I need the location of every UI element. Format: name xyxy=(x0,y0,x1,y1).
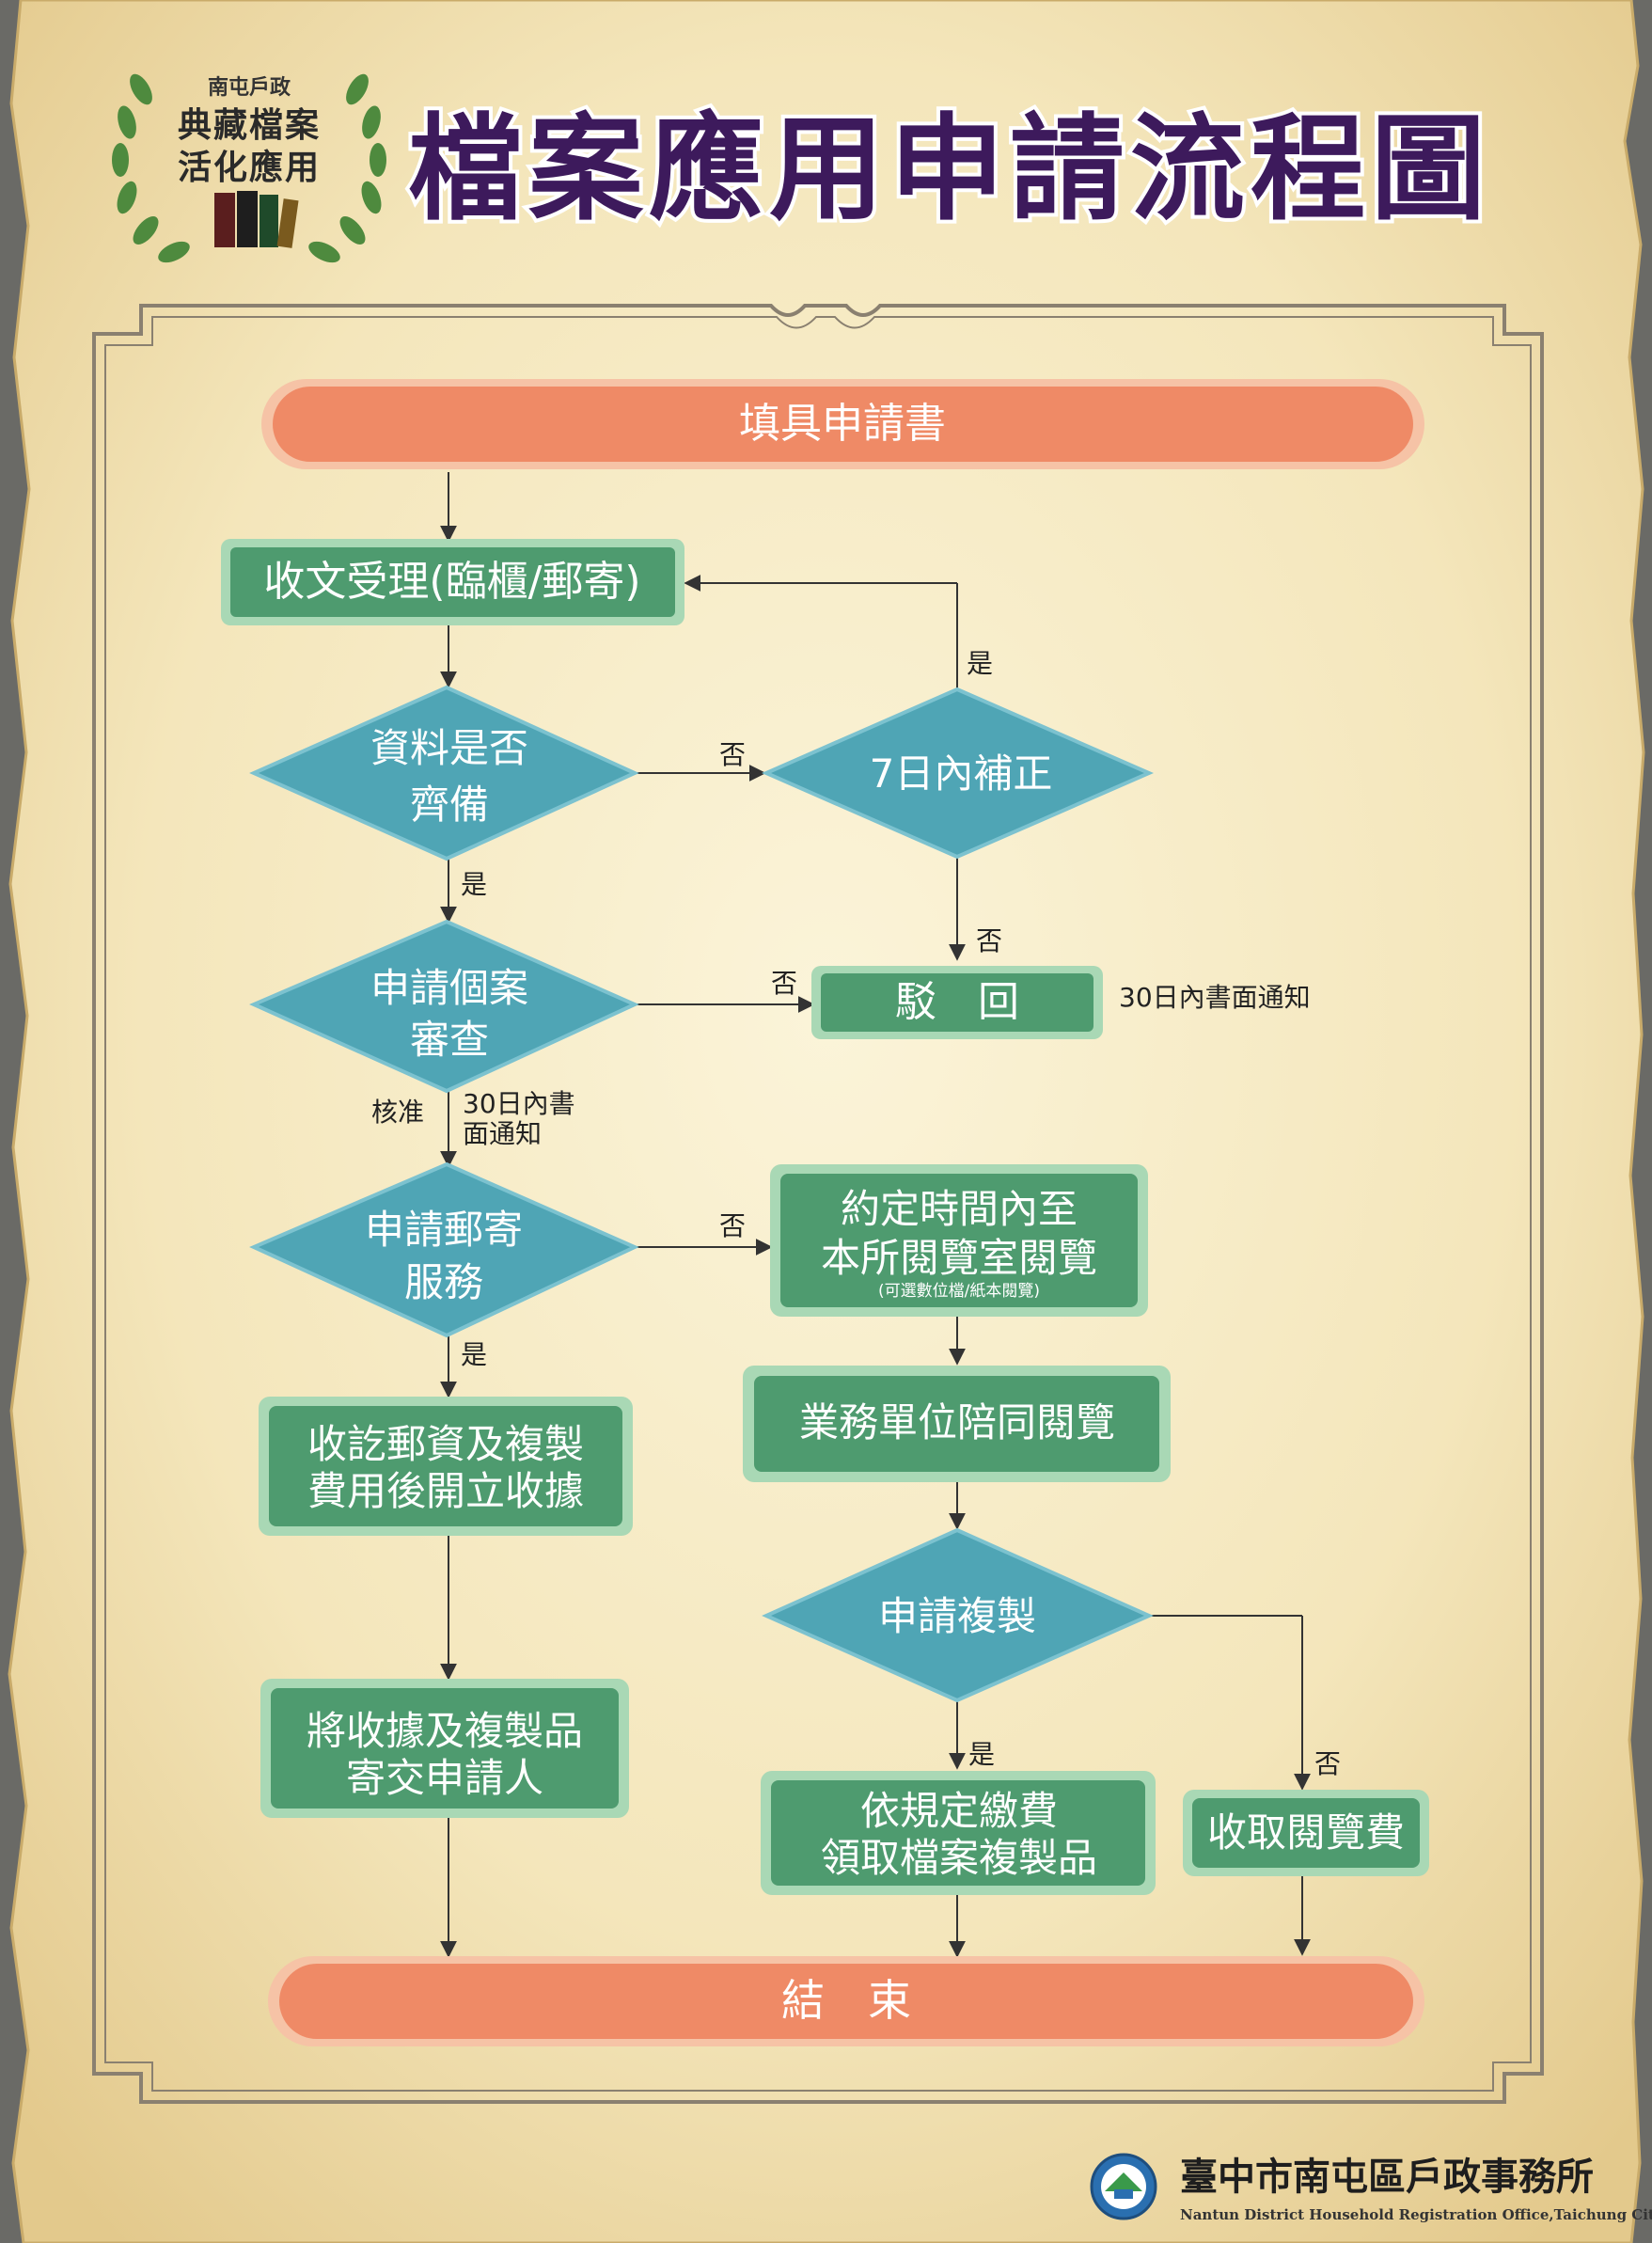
complete-decision: 資料是否 齊備 xyxy=(249,685,639,861)
copy-decision: 申請複製 xyxy=(762,1527,1154,1703)
review-decision: 申請個案 審查 xyxy=(249,919,639,1094)
label-yes-correct: 是 xyxy=(967,648,993,679)
label-yes-complete: 是 xyxy=(461,869,487,900)
start-label: 填具申請書 xyxy=(739,400,946,448)
pay-label-2: 領取檔案複製品 xyxy=(821,1835,1097,1881)
complete-label-2: 齊備 xyxy=(410,782,489,828)
fee-label-2: 費用後開立收據 xyxy=(307,1468,584,1514)
label-approved: 核准 xyxy=(371,1097,424,1128)
send-label-2: 寄交申請人 xyxy=(346,1755,543,1801)
start-node: 填具申請書 xyxy=(261,379,1424,469)
mail-decision: 申請郵寄 服務 xyxy=(249,1161,639,1338)
decorative-frame xyxy=(92,304,1544,2104)
label-yes-mail: 是 xyxy=(461,1339,487,1370)
footer: 臺中市南屯區戶政事務所 Nantun District Household Re… xyxy=(1090,2153,1652,2223)
page-title: 檔案應用申請流程圖 xyxy=(408,101,1491,236)
logo-top-label: 南屯戶政 xyxy=(208,75,291,100)
edge-labels: 是 否 是 否 否 30日內書面通知 核准 30日內書 面通知 否 是 是 否 xyxy=(371,648,1341,1779)
visit-note: (可選數位檔/紙本閱覽) xyxy=(878,1282,1040,1301)
connectors xyxy=(440,472,1311,1958)
correct-decision: 7日內補正 xyxy=(762,687,1155,860)
parchment-background xyxy=(8,0,1645,2243)
viewfee-node: 收取閱覽費 xyxy=(1183,1790,1429,1876)
pay-label-1: 依規定繳費 xyxy=(860,1788,1058,1834)
complete-label-1: 資料是否 xyxy=(370,725,528,771)
receive-label: 收文受理(臨櫃/郵寄) xyxy=(263,558,640,606)
end-label: 結 束 xyxy=(781,1975,911,2026)
logo-line2: 活化應用 xyxy=(178,148,321,187)
receive-node: 收文受理(臨櫃/郵寄) xyxy=(221,539,684,625)
books-icon xyxy=(214,191,299,248)
mail-label-1: 申請郵寄 xyxy=(365,1207,523,1253)
label-no-mail: 否 xyxy=(719,1210,746,1241)
laurel-right-icon xyxy=(308,73,386,263)
label-no-review: 否 xyxy=(771,968,797,999)
label-no-copy: 否 xyxy=(1314,1748,1341,1779)
logo: 南屯戶政 典藏檔案 活化應用 xyxy=(112,73,386,263)
notice-line2: 面通知 xyxy=(463,1118,542,1149)
reject-label: 駁 回 xyxy=(895,978,1019,1026)
fee-node: 收訖郵資及複製 費用後開立收據 xyxy=(259,1397,633,1536)
label-no-complete: 否 xyxy=(719,739,746,770)
office-emblem-icon xyxy=(1090,2153,1157,2220)
label-no-correct: 否 xyxy=(976,925,1002,956)
logo-line1: 典藏檔案 xyxy=(178,105,321,145)
accompany-node: 業務單位陪同閱覽 xyxy=(743,1366,1171,1482)
fee-label-1: 收訖郵資及複製 xyxy=(307,1421,584,1467)
visit-label-1: 約定時間內至 xyxy=(841,1186,1078,1232)
visit-node: 約定時間內至 本所閱覽室閱覽 (可選數位檔/紙本閱覽) xyxy=(770,1164,1148,1317)
review-label-1: 申請個案 xyxy=(370,965,528,1011)
laurel-left-icon xyxy=(112,73,190,263)
copy-label: 申請複製 xyxy=(878,1593,1036,1639)
reject-node: 駁 回 xyxy=(811,966,1103,1039)
visit-label-2: 本所閱覽室閱覽 xyxy=(821,1235,1097,1281)
send-label-1: 將收據及複製品 xyxy=(307,1708,583,1754)
notice-line1: 30日內書 xyxy=(463,1088,575,1119)
viewfee-label: 收取閱覽費 xyxy=(1207,1809,1405,1856)
footer-org-name: 臺中市南屯區戶政事務所 xyxy=(1180,2155,1594,2199)
end-node: 結 束 xyxy=(268,1956,1424,2046)
notice-inline: 30日內書面通知 xyxy=(1119,982,1311,1013)
accompany-label: 業務單位陪同閱覽 xyxy=(799,1399,1115,1445)
label-yes-copy: 是 xyxy=(968,1739,995,1770)
pay-node: 依規定繳費 領取檔案複製品 xyxy=(761,1771,1156,1895)
send-node: 將收據及複製品 寄交申請人 xyxy=(260,1679,629,1818)
footer-org-name-en: Nantun District Household Registration O… xyxy=(1180,2206,1652,2223)
correct-label: 7日內補正 xyxy=(870,750,1053,797)
mail-label-2: 服務 xyxy=(404,1259,483,1305)
review-label-2: 審查 xyxy=(410,1017,489,1063)
